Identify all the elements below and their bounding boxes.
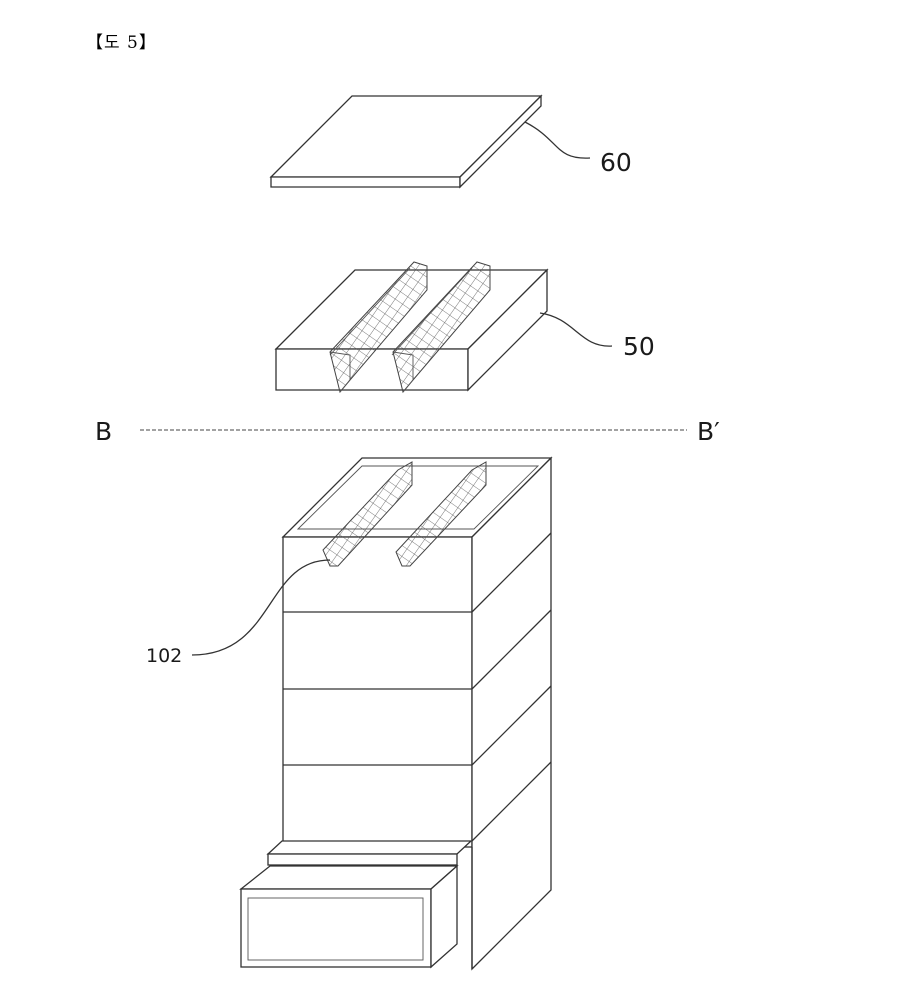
leader-line-mesh [191, 559, 331, 656]
label-section-right: B′ [697, 417, 720, 446]
label-section-left: B [95, 417, 112, 446]
label-insert: 50 [623, 332, 655, 361]
cover-plate [269, 94, 543, 189]
insert-mesh-panels [329, 261, 491, 394]
base-drawer [239, 840, 473, 969]
figure-label: 【도 5】 [86, 33, 157, 53]
label-mesh: 102 [146, 645, 182, 667]
label-cover: 60 [600, 148, 632, 177]
housing-mesh-panels [322, 461, 487, 567]
leader-line-cover [524, 121, 591, 159]
leader-line-insert [539, 312, 613, 347]
